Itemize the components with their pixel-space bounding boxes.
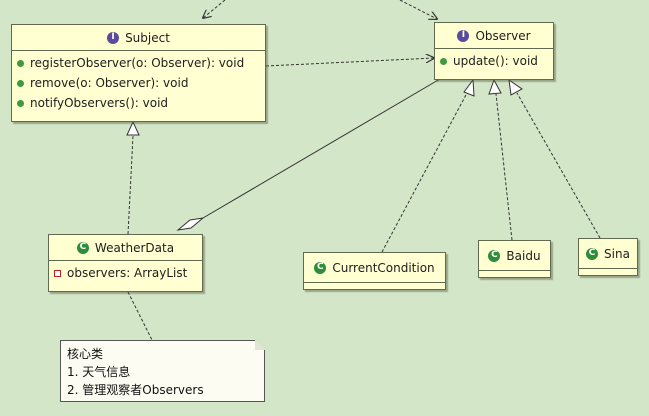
private-field-icon: [54, 269, 61, 277]
currentcondition-empty-compartment: [304, 283, 445, 289]
class-icon: C: [586, 247, 599, 260]
note-anchor-line: [127, 291, 153, 341]
realization-arrowhead-2: [488, 78, 502, 95]
baidu-header: C Baidu: [479, 241, 550, 271]
offscreen-dependency-arrow-left: [203, 0, 226, 18]
observer-operations: update(): void: [435, 49, 553, 75]
baidu-observer-realization: [495, 93, 513, 241]
sina-class[interactable]: C Sina: [578, 238, 638, 276]
interface-icon: I: [457, 29, 470, 42]
operation-row: remove(o: Observer): void: [12, 73, 265, 93]
subject-interface[interactable]: I Subject registerObserver(o: Observer):…: [11, 24, 266, 122]
observer-interface[interactable]: I Observer update(): void: [434, 22, 554, 80]
baidu-class[interactable]: C Baidu: [478, 240, 551, 278]
sina-observer-realization: [516, 92, 601, 239]
public-operation-icon: [440, 57, 447, 65]
offscreen-dependency-arrow-right: [399, 0, 437, 19]
realization-arrowhead-subject: [126, 120, 140, 136]
public-operation-icon: [17, 79, 24, 87]
observer-name: Observer: [475, 28, 531, 43]
weatherdata-attributes: observers: ArrayList: [49, 261, 202, 283]
interface-icon: I: [107, 31, 120, 44]
public-operation-icon: [17, 59, 24, 67]
operation-label: notifyObservers(): void: [30, 96, 169, 110]
operation-row: update(): void: [435, 51, 553, 71]
note-line-title: 核心类: [67, 347, 104, 361]
class-icon: C: [314, 261, 327, 274]
sina-empty-compartment: [579, 269, 637, 275]
currentcondition-name: CurrentCondition: [332, 260, 435, 275]
attribute-row: observers: ArrayList: [49, 263, 202, 283]
note-fold-corner: [255, 340, 265, 350]
weatherdata-class[interactable]: C WeatherData observers: ArrayList: [48, 234, 203, 292]
currentcondition-class[interactable]: C CurrentCondition: [303, 252, 446, 290]
note-line-1: 1. 天气信息: [67, 365, 131, 379]
sina-header: C Sina: [579, 239, 637, 269]
weatherdata-header: C WeatherData: [49, 235, 202, 261]
weatherdata-subject-realization: [127, 135, 134, 235]
operation-row: notifyObservers(): void: [12, 93, 265, 113]
weatherdata-name: WeatherData: [94, 240, 175, 255]
core-class-note[interactable]: 核心类 1. 天气信息 2. 管理观察者Observers: [60, 340, 265, 402]
subject-name: Subject: [125, 30, 170, 45]
operation-label: registerObserver(o: Observer): void: [30, 56, 245, 70]
baidu-empty-compartment: [479, 271, 550, 277]
subject-observer-dependency: [265, 58, 434, 67]
attribute-label: observers: ArrayList: [67, 266, 188, 280]
note-line-2: 2. 管理观察者Observers: [67, 383, 204, 397]
aggregation-diamond: [176, 217, 205, 231]
realization-arrowhead-3: [508, 78, 523, 96]
class-icon: C: [76, 241, 89, 254]
currentcondition-header: C CurrentCondition: [304, 253, 445, 283]
subject-header: I Subject: [12, 25, 265, 51]
realization-arrowhead-1: [463, 78, 475, 97]
public-operation-icon: [17, 99, 24, 107]
sina-name: Sina: [604, 246, 630, 261]
currentcondition-observer-realization: [381, 92, 468, 253]
operation-row: registerObserver(o: Observer): void: [12, 53, 265, 73]
observer-header: I Observer: [435, 23, 553, 49]
baidu-name: Baidu: [506, 248, 541, 263]
operation-label: update(): void: [453, 54, 538, 68]
operation-label: remove(o: Observer): void: [30, 76, 189, 90]
class-icon: C: [488, 249, 501, 262]
subject-operations: registerObserver(o: Observer): void remo…: [12, 51, 265, 117]
